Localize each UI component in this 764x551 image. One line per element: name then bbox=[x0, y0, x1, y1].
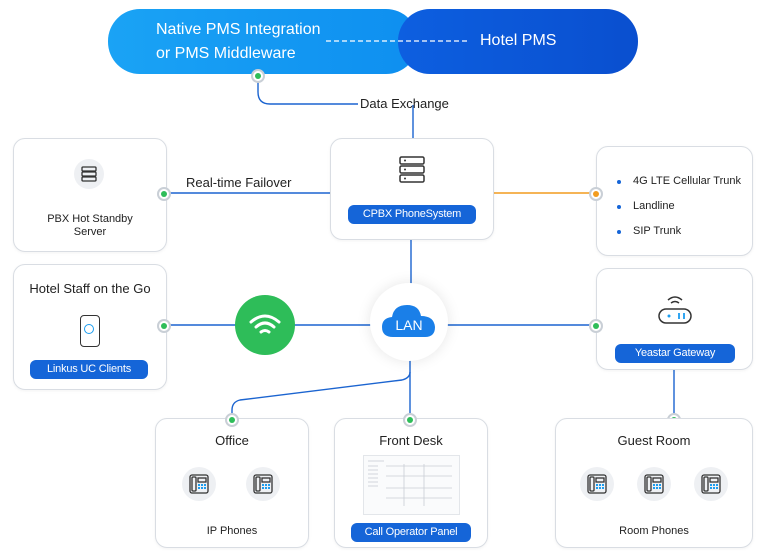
pms-middleware-text-line2: or PMS Middleware bbox=[156, 45, 296, 62]
data-exchange-label: Data Exchange bbox=[360, 96, 449, 111]
server-icon bbox=[74, 159, 104, 189]
cpbx-badge: CPBX PhoneSystem bbox=[348, 205, 476, 224]
standby-server-card: PBX Hot Standby Server bbox=[13, 138, 167, 252]
failover-label: Real-time Failover bbox=[186, 175, 292, 190]
linkus-badge: Linkus UC Clients bbox=[30, 360, 148, 379]
front-desk-card: Front Desk Call Operator Panel bbox=[334, 418, 488, 548]
desk-phone-icon bbox=[694, 467, 728, 501]
trunks-card: 4G LTE Cellular Trunk Landline SIP Trunk bbox=[596, 146, 753, 256]
standby-connector-dot bbox=[157, 187, 171, 201]
trunk-item-4g: 4G LTE Cellular Trunk bbox=[615, 175, 755, 187]
desk-phone-icon bbox=[246, 467, 280, 501]
office-connector-dot bbox=[225, 413, 239, 427]
pms-to-data-exchange-line bbox=[257, 78, 358, 105]
desk-phone-icon bbox=[182, 467, 216, 501]
gateway-card: Yeastar Gateway bbox=[596, 268, 753, 370]
office-title: Office bbox=[215, 433, 249, 448]
pms-banner: Native PMS Integration or PMS Middleware… bbox=[108, 9, 638, 74]
lan-to-office-line bbox=[231, 360, 411, 418]
server-icon bbox=[399, 156, 425, 183]
front-desk-title: Front Desk bbox=[379, 433, 443, 448]
pms-middleware-text-line1: Native PMS Integration bbox=[156, 21, 321, 38]
trunk-connector-dot bbox=[589, 187, 603, 201]
desk-phone-icon bbox=[637, 467, 671, 501]
guest-room-card: Guest Room Room Phones bbox=[555, 418, 753, 548]
router-icon bbox=[658, 296, 692, 324]
frontdesk-connector-dot bbox=[403, 413, 417, 427]
trunk-item-landline: Landline bbox=[615, 200, 755, 212]
staff-connector-dot bbox=[157, 319, 171, 333]
mobile-app-icon bbox=[80, 315, 100, 347]
operator-panel-screenshot bbox=[363, 455, 460, 515]
standby-server-label: PBX Hot Standby Server bbox=[47, 213, 133, 238]
guest-room-caption: Room Phones bbox=[619, 525, 689, 537]
gateway-connector-dot bbox=[589, 319, 603, 333]
staff-card: Hotel Staff on the Go Linkus UC Clients bbox=[13, 264, 167, 390]
office-card: Office IP Phones bbox=[155, 418, 309, 548]
cpbx-card: CPBX PhoneSystem bbox=[330, 138, 494, 240]
staff-title: Hotel Staff on the Go bbox=[29, 281, 151, 296]
guest-room-title: Guest Room bbox=[617, 433, 691, 448]
hotel-pms-text: Hotel PMS bbox=[480, 32, 557, 49]
lan-label: LAN bbox=[395, 317, 423, 333]
cloud-icon bbox=[382, 305, 435, 337]
trunk-item-sip: SIP Trunk bbox=[615, 225, 755, 237]
wifi-icon bbox=[235, 295, 295, 355]
operator-panel-badge: Call Operator Panel bbox=[351, 523, 471, 542]
lan-node: LAN bbox=[370, 283, 448, 361]
gateway-badge: Yeastar Gateway bbox=[615, 344, 735, 363]
desk-phone-icon bbox=[580, 467, 614, 501]
office-caption: IP Phones bbox=[206, 525, 258, 537]
pms-connector-dot bbox=[251, 69, 265, 83]
